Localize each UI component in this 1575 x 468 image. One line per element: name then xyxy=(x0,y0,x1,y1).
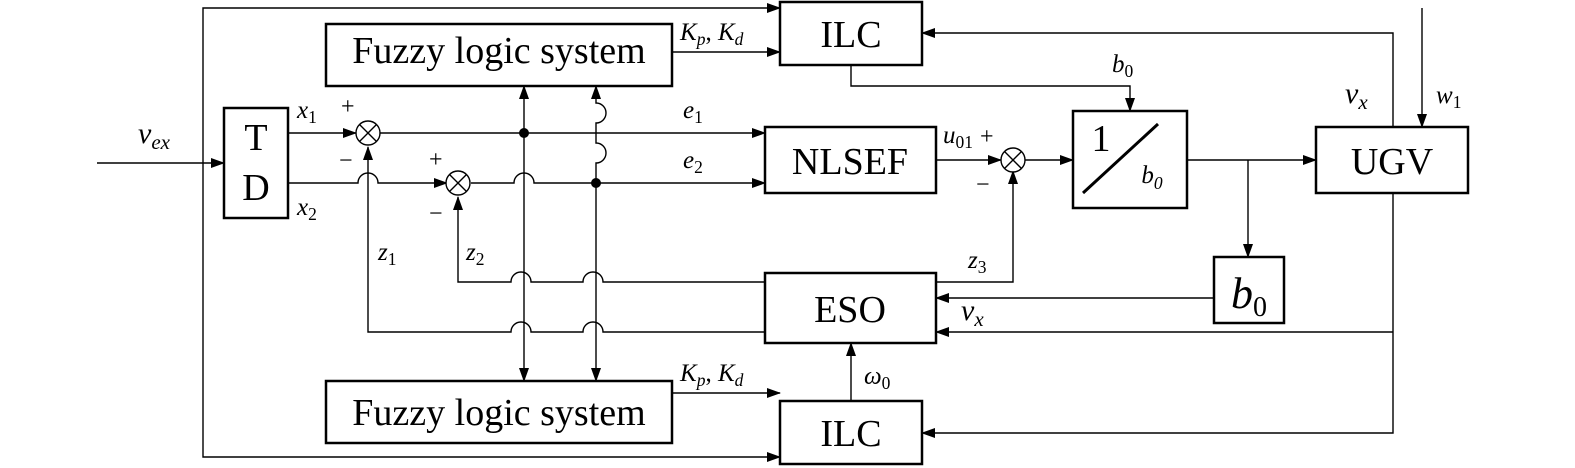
signal-u01: u01 xyxy=(943,122,973,152)
signal-kp-kd-bottom: Kp, Kd xyxy=(679,360,744,390)
sum1-plus-sign: + xyxy=(341,94,355,120)
signal-omega0: ω0 xyxy=(864,363,891,393)
eso-block: ESO xyxy=(763,271,938,345)
ugv-label: UGV xyxy=(1351,141,1434,183)
gain-denominator: b0 xyxy=(1141,162,1163,193)
nlsef-block: NLSEF xyxy=(763,125,938,195)
signal-z2: z2 xyxy=(465,239,484,269)
fuzzy-logic-label-top: Fuzzy logic system xyxy=(352,30,645,72)
signal-vx-top: vx xyxy=(1345,77,1368,114)
signal-vx-eso: vx xyxy=(961,294,984,331)
fuzzy-logic-label-bottom: Fuzzy logic system xyxy=(352,392,645,434)
summing-junction-1 xyxy=(355,120,381,146)
ilc-label-top: ILC xyxy=(820,14,881,56)
signal-wires xyxy=(97,3,1427,462)
junction-dot-e2 xyxy=(591,178,601,188)
signal-e2: e2 xyxy=(683,147,703,177)
nlsef-label: NLSEF xyxy=(792,141,908,183)
sum1-minus-sign: − xyxy=(339,148,353,174)
signal-b0-top: b0 xyxy=(1112,51,1134,81)
junction-dot-e1 xyxy=(519,128,529,138)
signal-z1: z1 xyxy=(377,239,396,269)
summing-junction-3 xyxy=(1000,147,1026,173)
ilc-block-top: ILC xyxy=(778,0,924,67)
fuzzy-logic-block-bottom: Fuzzy logic system xyxy=(324,379,674,445)
ugv-block: UGV xyxy=(1314,125,1470,195)
signal-x1: x1 xyxy=(296,97,317,127)
sum3-plus-sign: + xyxy=(980,124,994,150)
summing-junction-2 xyxy=(445,170,471,196)
td-block-label-t: T xyxy=(244,117,267,159)
td-block-label-d: D xyxy=(242,167,269,209)
sum2-plus-sign: + xyxy=(429,147,443,173)
signal-v-ex: vex xyxy=(138,117,171,154)
b0-block-label: b0 xyxy=(1231,269,1267,323)
fuzzy-logic-block-top: Fuzzy logic system xyxy=(324,22,674,88)
signal-w1: w1 xyxy=(1436,82,1461,112)
signal-z3: z3 xyxy=(967,247,987,277)
ilc-label-bottom: ILC xyxy=(820,413,881,455)
gain-numerator: 1 xyxy=(1092,118,1111,160)
signal-kp-kd-top: Kp, Kd xyxy=(679,19,744,49)
b0-block: b0 xyxy=(1212,255,1286,325)
ilc-block-bottom: ILC xyxy=(778,399,924,466)
sum2-minus-sign: − xyxy=(429,201,443,227)
sum3-minus-sign: − xyxy=(976,172,990,198)
td-block: T D xyxy=(222,106,290,220)
signal-x2: x2 xyxy=(296,194,317,224)
inverse-b0-gain-block: 1 b0 xyxy=(1071,109,1189,210)
eso-label: ESO xyxy=(814,289,886,331)
signal-e1: e1 xyxy=(683,97,703,127)
